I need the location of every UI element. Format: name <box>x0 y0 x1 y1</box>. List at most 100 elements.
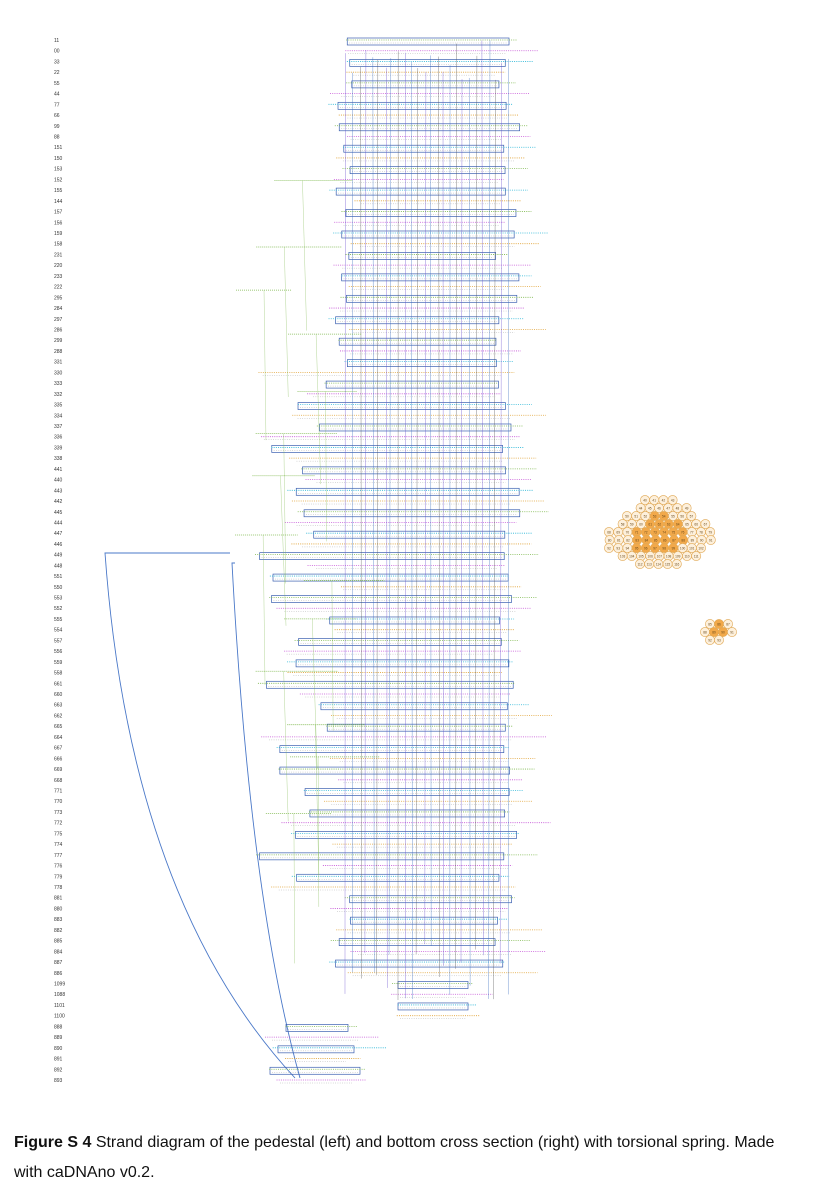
helix-number-label: 881 <box>54 896 63 902</box>
helix-cell-number: 55 <box>671 514 675 518</box>
helix-number-label: 893 <box>54 1078 63 1084</box>
helix-cell-number: 114 <box>656 562 661 566</box>
helix-box <box>295 831 517 839</box>
helix-cell-number: 93 <box>616 546 620 550</box>
helix-box <box>335 187 506 196</box>
helix-box <box>341 273 520 282</box>
helix-number-label: 00 <box>54 49 60 55</box>
helix-cell-number: 42 <box>662 498 666 502</box>
helix-box <box>285 1024 349 1032</box>
helix-number-label: 332 <box>54 392 63 398</box>
helix-number-label: 775 <box>54 831 63 837</box>
helix-box <box>350 916 498 925</box>
helix-cell-number: 80 <box>608 538 612 542</box>
helix-cell-number: 73 <box>653 530 657 534</box>
helix-cell-number: 47 <box>666 506 670 510</box>
helix-number-label: 150 <box>54 156 63 162</box>
helix-number-label: 552 <box>54 606 63 612</box>
helix-number-label: 448 <box>54 563 63 569</box>
helix-cell-number: 75 <box>672 530 676 534</box>
helix-box <box>338 938 496 946</box>
helix-box <box>397 981 469 989</box>
helix-number-label: 11 <box>54 38 59 44</box>
helix-number-label: 144 <box>54 199 63 205</box>
helix-box <box>259 552 505 560</box>
helix-box <box>277 1045 355 1054</box>
crossover-line <box>364 50 367 954</box>
helix-number-label: 880 <box>54 906 63 912</box>
helix-box <box>338 337 497 346</box>
helix-number-label: 151 <box>54 145 63 151</box>
scaffold-loop <box>231 562 301 1079</box>
helix-box <box>348 252 496 260</box>
helix-box <box>397 1002 469 1011</box>
helix-cell-number: 101 <box>689 546 695 550</box>
spring-cell-number: 91 <box>730 630 734 634</box>
helix-cell-number: 86 <box>663 538 667 542</box>
helix-cell-number: 46 <box>657 506 661 510</box>
helix-cell-number: 107 <box>657 554 663 558</box>
helix-cell-number: 69 <box>616 530 620 534</box>
helix-number-label: 446 <box>54 542 63 548</box>
helix-cell-number: 108 <box>666 554 672 558</box>
helix-cell-number: 83 <box>635 538 639 542</box>
helix-number-label: 771 <box>54 789 63 795</box>
spring-cell-number: 93 <box>717 638 721 642</box>
helix-cell-number: 57 <box>690 514 694 518</box>
helix-number-label: 883 <box>54 917 63 923</box>
crossover-line <box>488 40 491 999</box>
helix-number-label: 660 <box>54 692 63 698</box>
spring-cell <box>727 627 737 637</box>
helix-number-label: 668 <box>54 778 63 784</box>
helix-box <box>341 230 515 239</box>
helix-number-label: 882 <box>54 928 63 934</box>
staple-connector <box>331 580 334 731</box>
crossover-line <box>360 66 362 979</box>
helix-number-label: 156 <box>54 220 63 226</box>
helix-number-label: 554 <box>54 628 63 634</box>
helix-cell-number: 43 <box>671 498 675 502</box>
spring-cell <box>714 635 724 645</box>
helix-number-label: 157 <box>54 210 63 216</box>
helix-cell-number: 56 <box>680 514 684 518</box>
helix-cell-number: 88 <box>681 538 685 542</box>
helix-cell-number: 50 <box>625 514 629 518</box>
helix-cell <box>681 503 692 513</box>
helix-box <box>269 1066 361 1075</box>
helix-cell-number: 78 <box>699 530 703 534</box>
helix-number-label: 665 <box>54 724 63 730</box>
helix-number-label: 33 <box>54 59 60 65</box>
helix-number-label: 553 <box>54 596 63 602</box>
helix-cell-number: 99 <box>672 546 676 550</box>
long-crossover-loops <box>104 552 301 1079</box>
helix-number-label: 888 <box>54 1024 63 1030</box>
helix-cell-number: 112 <box>637 562 642 566</box>
helix-box <box>313 530 506 539</box>
staple-connector <box>283 433 286 584</box>
helix-number-label: 772 <box>54 821 63 827</box>
helix-number-label: 663 <box>54 703 63 709</box>
helix-number-label: 44 <box>54 92 60 98</box>
helix-box <box>297 402 506 410</box>
helix-box <box>271 445 503 453</box>
scaffold-loop <box>104 552 296 1079</box>
helix-number-label: 773 <box>54 810 63 816</box>
helix-number-label: 556 <box>54 649 63 655</box>
helix-cell-number: 70 <box>626 530 630 534</box>
crossover-line <box>386 67 388 988</box>
helix-number-label: 153 <box>54 167 63 173</box>
helix-number-label: 288 <box>54 349 63 355</box>
helix-box <box>337 101 507 110</box>
helix-number-label: 442 <box>54 499 63 505</box>
helix-number-label: 159 <box>54 231 63 237</box>
helix-box <box>338 123 520 132</box>
helix-box <box>271 595 512 603</box>
spring-cell-number: 92 <box>708 638 712 642</box>
helix-cell-number: 59 <box>630 522 634 526</box>
helix-number-label: 777 <box>54 853 63 859</box>
helix-cell-number: 71 <box>635 530 639 534</box>
helix-number-label: 444 <box>54 520 63 526</box>
figure-caption: Figure S 4 Strand diagram of the pedesta… <box>14 1128 804 1188</box>
spring-cell-number: 90 <box>721 630 725 634</box>
helix-number-label: 333 <box>54 381 63 387</box>
